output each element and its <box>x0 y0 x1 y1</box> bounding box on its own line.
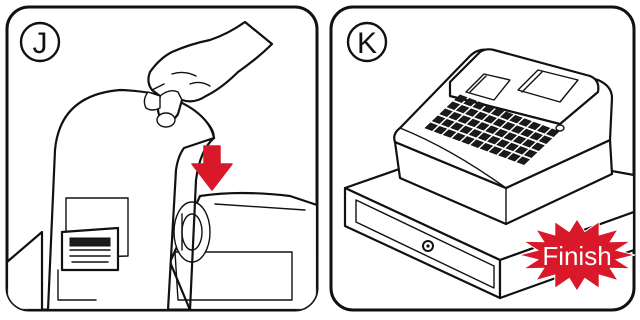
step-letter-j: J <box>33 27 48 60</box>
finish-label: Finish <box>542 241 611 271</box>
panel-j: J <box>7 7 317 310</box>
step-letter-k: K <box>357 27 377 60</box>
finish-badge: Finish <box>519 219 635 291</box>
panel-k: Finish K <box>331 7 635 310</box>
